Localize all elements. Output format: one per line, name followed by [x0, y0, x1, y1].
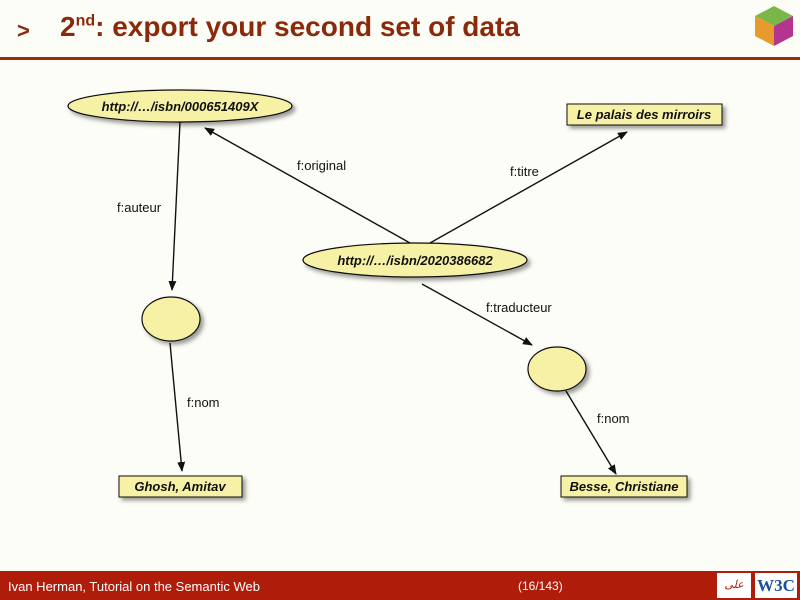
edge-original-arrow: [204, 127, 411, 244]
title-ordinal-suffix: nd: [75, 12, 96, 30]
slide-footer: Ivan Herman, Tutorial on the Semantic We…: [0, 571, 800, 600]
edge-auteur-arrow: [168, 121, 181, 291]
rdf-graph-svg: f:original f:titre f:auteur f:traducteur…: [67, 89, 723, 498]
node-translator-name-literal: Besse, Christiane: [560, 475, 688, 498]
node-author-name-literal: Ghosh, Amitav: [118, 475, 243, 498]
edge-label-auteur: f:auteur: [117, 200, 162, 215]
calligraphy-logo-icon: ﻋﻠﻰ: [717, 573, 751, 598]
slide-page-counter: (16/143): [518, 579, 563, 593]
node-translator-name-label: Besse, Christiane: [569, 479, 678, 494]
node-book-original: http://…/isbn/000651409X: [67, 89, 293, 123]
edge-traducteur-arrow: [421, 283, 533, 346]
rdf-graph-diagram: f:original f:titre f:auteur f:traducteur…: [60, 78, 760, 518]
node-translator-blank: [527, 346, 587, 392]
footer-author-text: Ivan Herman, Tutorial on the Semantic We…: [8, 579, 260, 594]
edge-label-traducteur: f:traducteur: [486, 300, 552, 315]
bullet-marker: >: [17, 18, 30, 43]
cube-logo-icon: [755, 6, 793, 46]
node-author-name-label: Ghosh, Amitav: [134, 479, 226, 494]
node-titre-literal-label: Le palais des mirroirs: [577, 107, 711, 122]
edge-nom-author-arrow: [169, 342, 186, 472]
slide-title: 2nd: export your second set of data: [60, 11, 520, 43]
title-divider: [0, 57, 800, 60]
node-book-original-label: http://…/isbn/000651409X: [102, 99, 260, 114]
w3c-logo: W3C: [755, 573, 797, 598]
node-book-translation-label: http://…/isbn/2020386682: [337, 253, 493, 268]
edge-label-original: f:original: [297, 158, 346, 173]
edge-nom-translator-arrow: [565, 390, 617, 475]
slide-header: > 2nd: export your second set of data: [0, 0, 800, 60]
w3c-logo-text: W3C: [757, 576, 795, 595]
title-rest: : export your second set of data: [95, 11, 520, 42]
edge-titre-arrow: [429, 131, 628, 244]
node-author-blank: [141, 296, 201, 342]
node-titre-literal: Le palais des mirroirs: [566, 103, 723, 126]
title-ordinal: 2: [60, 11, 76, 42]
edge-label-nom-translator: f:nom: [597, 411, 630, 426]
node-book-translation: http://…/isbn/2020386682: [302, 242, 528, 278]
edge-label-titre: f:titre: [510, 164, 539, 179]
edge-label-nom-author: f:nom: [187, 395, 220, 410]
